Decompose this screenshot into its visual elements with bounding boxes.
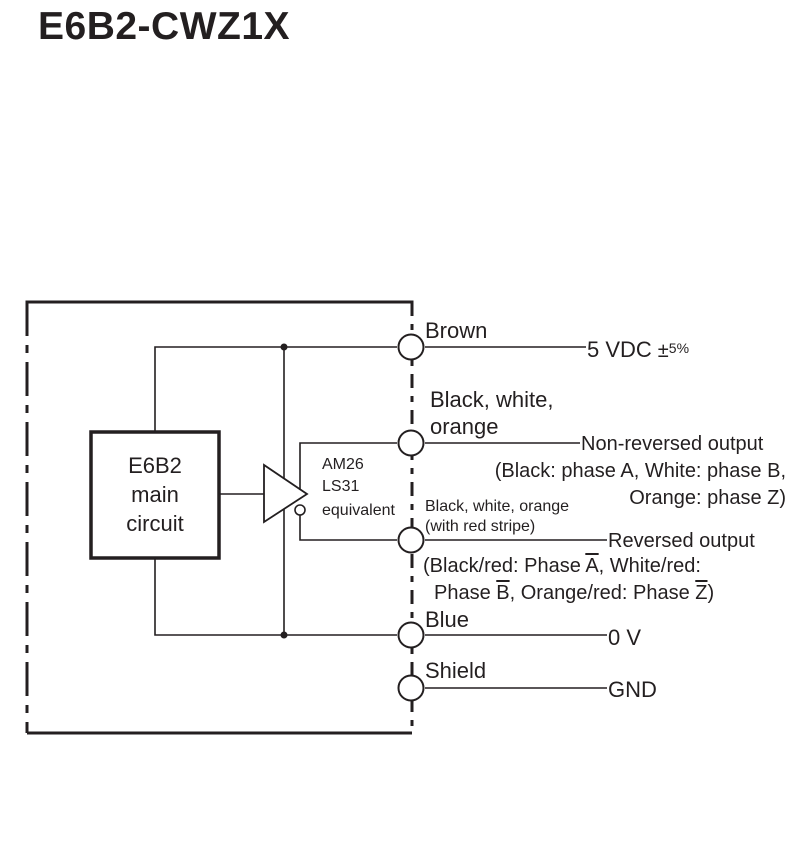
junction-dot-top xyxy=(280,343,288,351)
line-driver-symbol xyxy=(263,463,309,524)
terminal-reversed xyxy=(397,526,425,554)
non-reversed-phase-note-1: (Black: phase A, White: phase B, xyxy=(495,460,786,482)
zero-volt-label: 0 V xyxy=(608,625,641,650)
supply-voltage-label: 5 VDC±5% xyxy=(587,337,689,362)
driver-inverting-bubble xyxy=(294,504,306,516)
main-circuit-box xyxy=(89,430,221,560)
driver-label-3: equivalent xyxy=(322,502,396,519)
terminal-non-reversed xyxy=(397,429,425,457)
driver-noninverted-output xyxy=(299,442,397,490)
driver-label-2: LS31 xyxy=(322,478,359,495)
case-outline-solid xyxy=(25,300,414,310)
reversed-wire-label-1: Black, white, orange xyxy=(425,498,569,515)
non-reversed-wire-label-2: orange xyxy=(430,414,499,439)
terminal-shield xyxy=(397,674,425,702)
junction-dot-bottom xyxy=(280,631,288,639)
reversed-phase-note-1: (Black/red: Phase A, White/red: xyxy=(423,555,701,577)
main-circuit-label-1: E6B2 xyxy=(128,453,182,478)
non-reversed-output-label: Non-reversed output xyxy=(581,433,764,455)
reversed-output-label: Reversed output xyxy=(608,530,755,552)
page-title: E6B2-CWZ1X xyxy=(38,5,291,48)
driver-inverted-output xyxy=(299,515,397,541)
brown-wire-label: Brown xyxy=(425,318,487,343)
phase-z-bar: Z xyxy=(695,582,707,604)
main-circuit-label-3: circuit xyxy=(126,511,183,536)
main-circuit-label-2: main xyxy=(131,482,179,507)
reversed-wire-label-2: (with red stripe) xyxy=(425,518,535,535)
non-reversed-phase-note-2: Orange: phase Z) xyxy=(629,487,786,509)
supply-rail xyxy=(154,346,397,432)
phase-a-bar: A xyxy=(585,555,599,577)
terminal-brown xyxy=(397,333,425,361)
ground-rail xyxy=(154,558,397,636)
phase-b-bar: B xyxy=(496,582,509,604)
terminal-blue xyxy=(397,621,425,649)
blue-wire-label: Blue xyxy=(425,607,469,632)
ground-label: GND xyxy=(608,677,657,702)
non-reversed-wire-label-1: Black, white, xyxy=(430,387,554,412)
reversed-phase-note-2: Phase B, Orange/red: Phase Z) xyxy=(434,582,714,604)
driver-label-1: AM26 xyxy=(322,456,364,473)
shield-wire-label: Shield xyxy=(425,658,486,683)
